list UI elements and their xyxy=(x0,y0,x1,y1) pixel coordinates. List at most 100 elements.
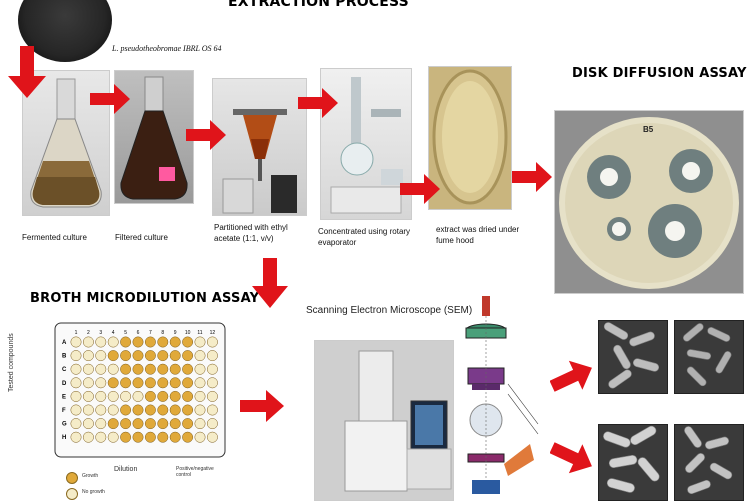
plate-well xyxy=(182,418,194,430)
plate-well xyxy=(95,390,107,402)
plate-column-label: 2 xyxy=(87,330,90,336)
plate-well xyxy=(157,431,169,443)
plate-well xyxy=(82,363,94,375)
arrow-down-broth xyxy=(252,258,288,308)
plate-dilution-label: Dilution xyxy=(114,466,138,473)
plate-well xyxy=(144,377,156,389)
plate-well xyxy=(82,390,94,402)
plate-well xyxy=(194,336,206,348)
arrow-right-1 xyxy=(90,84,130,114)
plate-well xyxy=(120,350,132,362)
plate-well xyxy=(95,431,107,443)
sem-title: Scanning Electron Microscope (SEM) xyxy=(306,305,473,316)
arrow-sem-lower xyxy=(550,442,592,474)
plate-well xyxy=(144,418,156,430)
partitioned-caption: Partitioned with ethyl acetate (1:1, v/v… xyxy=(214,223,288,243)
plate-well xyxy=(120,363,132,375)
legend-growth-well xyxy=(66,472,78,484)
plate-well xyxy=(194,390,206,402)
plate-well xyxy=(107,377,119,389)
plate-well xyxy=(132,404,144,416)
plate-well xyxy=(169,431,181,443)
plate-well xyxy=(206,377,218,389)
extraction-title: EXTRACTION PROCESS xyxy=(228,0,409,10)
plate-row-label: A xyxy=(62,340,67,346)
plate-well xyxy=(194,404,206,416)
concentrated-caption: Concentrated using rotary evaporator xyxy=(318,227,411,247)
plate-well xyxy=(206,363,218,375)
plate-well xyxy=(107,336,119,348)
plate-well xyxy=(70,377,82,389)
plate-well xyxy=(182,404,194,416)
plate-well xyxy=(206,431,218,443)
plate-well xyxy=(157,377,169,389)
plate-well xyxy=(95,377,107,389)
plate-well xyxy=(182,431,194,443)
plate-well xyxy=(182,377,194,389)
plate-well xyxy=(206,418,218,430)
plate-well xyxy=(206,350,218,362)
plate-well xyxy=(157,350,169,362)
plate-row-label: G xyxy=(62,422,67,428)
plate-well xyxy=(95,350,107,362)
plate-well xyxy=(132,431,144,443)
plate-well xyxy=(169,336,181,348)
plate-well xyxy=(206,390,218,402)
plate-well xyxy=(157,363,169,375)
plate-column-label: 7 xyxy=(149,330,152,336)
plate-well xyxy=(82,336,94,348)
arrow-right-5 xyxy=(512,162,552,192)
plate-well xyxy=(157,404,169,416)
plate-well xyxy=(157,336,169,348)
plate-column-label: 9 xyxy=(174,330,177,336)
plate-row-label: B xyxy=(62,354,67,360)
plate-well xyxy=(144,404,156,416)
plate-well xyxy=(194,418,206,430)
plate-well xyxy=(132,390,144,402)
arrow-right-4 xyxy=(400,174,440,204)
arrow-right-3 xyxy=(298,88,338,118)
plate-well xyxy=(157,418,169,430)
plate-well xyxy=(144,390,156,402)
plate-well xyxy=(144,431,156,443)
plate-well xyxy=(132,336,144,348)
plate-well xyxy=(132,350,144,362)
fermented-caption: Fermented culture xyxy=(22,233,87,242)
plate-well xyxy=(120,377,132,389)
legend-no-growth-well xyxy=(66,488,78,500)
plate-well xyxy=(182,350,194,362)
plate-side-label: Tested compounds xyxy=(8,333,15,392)
plate-well xyxy=(70,350,82,362)
filtered-culture-photo xyxy=(114,70,194,204)
plate-well xyxy=(132,363,144,375)
plate-well xyxy=(70,418,82,430)
strain-label: L. pseudotheobromae IBRL OS 64 xyxy=(112,44,222,53)
plate-well xyxy=(182,390,194,402)
plate-well xyxy=(70,336,82,348)
plate-well xyxy=(144,336,156,348)
plate-well xyxy=(70,404,82,416)
plate-well xyxy=(194,350,206,362)
plate-well xyxy=(107,418,119,430)
plate-well xyxy=(194,363,206,375)
plate-well xyxy=(120,404,132,416)
sem-micrograph-2 xyxy=(674,320,744,394)
arrow-sem-upper xyxy=(550,360,592,392)
disk-diffusion-plate-photo: B5 xyxy=(554,110,744,294)
plate-well xyxy=(70,363,82,375)
sem-schematic xyxy=(458,284,548,499)
plate-well xyxy=(107,404,119,416)
broth-microdilution-title: BROTH MICRODILUTION ASSAY xyxy=(30,291,260,306)
dried-caption: extract was dried under fume hood xyxy=(436,225,520,245)
plate-well xyxy=(206,404,218,416)
plate-row-label: E xyxy=(62,394,66,400)
plate-well xyxy=(107,350,119,362)
disk-diffusion-title: DISK DIFFUSION ASSAY xyxy=(572,66,747,81)
plate-column-label: 5 xyxy=(124,330,127,336)
plate-row-label: H xyxy=(62,435,66,441)
plate-well xyxy=(169,418,181,430)
rotary-evaporator-photo xyxy=(320,68,412,220)
plate-well xyxy=(82,404,94,416)
plate-well xyxy=(107,431,119,443)
